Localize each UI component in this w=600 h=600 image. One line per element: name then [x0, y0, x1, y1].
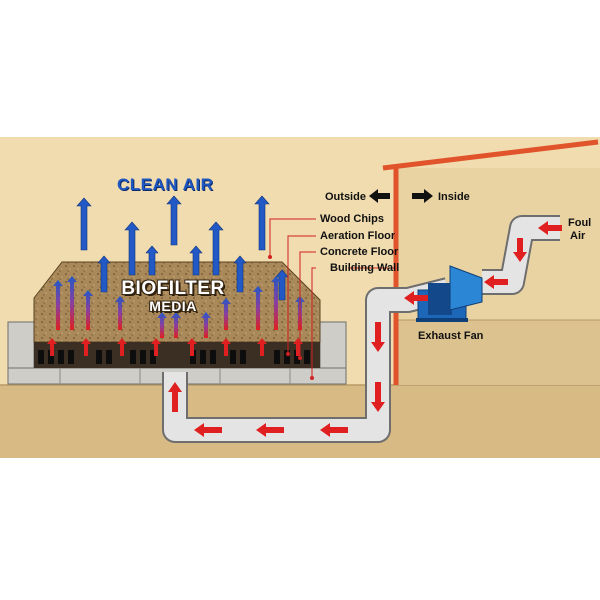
aeration-floor-label: Aeration Floor [320, 230, 396, 242]
foul-air-label-1: Foul [568, 217, 592, 229]
concrete-floor-label: Concrete Floor [320, 246, 399, 258]
biofilter-label: BIOFILTER [121, 278, 225, 299]
building-floor [398, 320, 600, 385]
inside-label: Inside [438, 191, 470, 203]
foul-air-label-2: Air [570, 230, 586, 242]
arrow-left-icon [369, 189, 390, 203]
arrow-right-icon [412, 189, 433, 203]
outside-label: Outside [325, 191, 366, 203]
wood-chips-label: Wood Chips [320, 213, 384, 225]
aeration-arrows [47, 338, 303, 356]
building-roof [382, 139, 599, 171]
leader-lines [269, 218, 396, 376]
clean-air-title: CLEAN AIR [117, 175, 214, 194]
clean-air-arrows [76, 195, 289, 301]
exhaust-fan-label: Exhaust Fan [418, 330, 484, 342]
building-wall-label: Building Wall [330, 262, 400, 274]
aeration-floor [34, 342, 320, 368]
duct-arrows [168, 221, 562, 437]
aeration-slots [38, 350, 310, 364]
media-label: MEDIA [149, 298, 197, 314]
